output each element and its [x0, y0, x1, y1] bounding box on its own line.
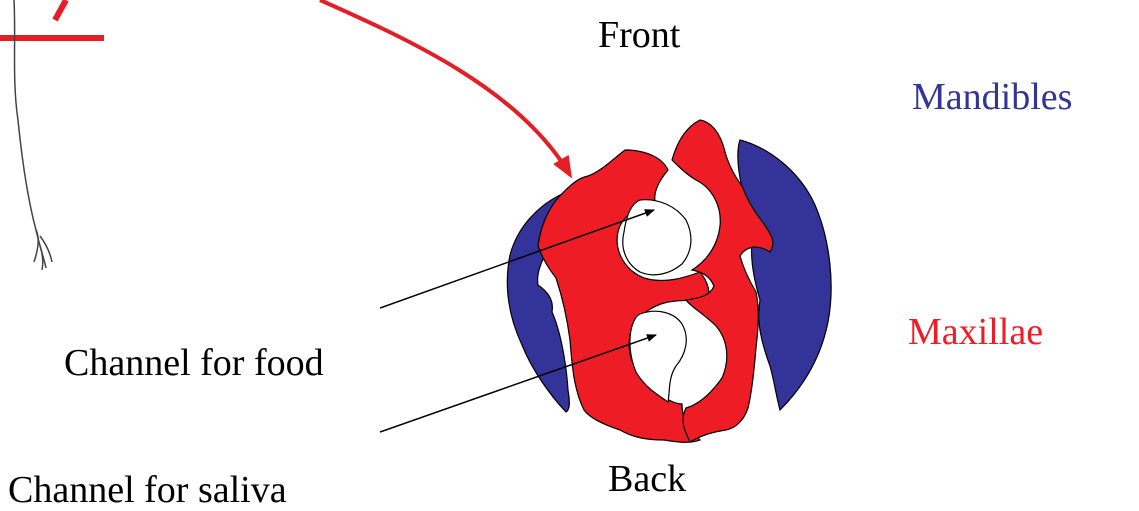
back-label: Back — [608, 460, 686, 498]
front-label: Front — [598, 16, 680, 54]
mandibles-label: Mandibles — [912, 78, 1072, 116]
food-channel — [623, 200, 691, 275]
maxillae-label: Maxillae — [908, 313, 1043, 351]
red-slash-fragment — [0, 0, 104, 38]
pointer-arrow — [320, 0, 570, 175]
channel-saliva-label: Channel for saliva — [8, 471, 287, 509]
maxillae-shapes — [538, 120, 773, 442]
channel-food-label: Channel for food — [64, 344, 324, 382]
